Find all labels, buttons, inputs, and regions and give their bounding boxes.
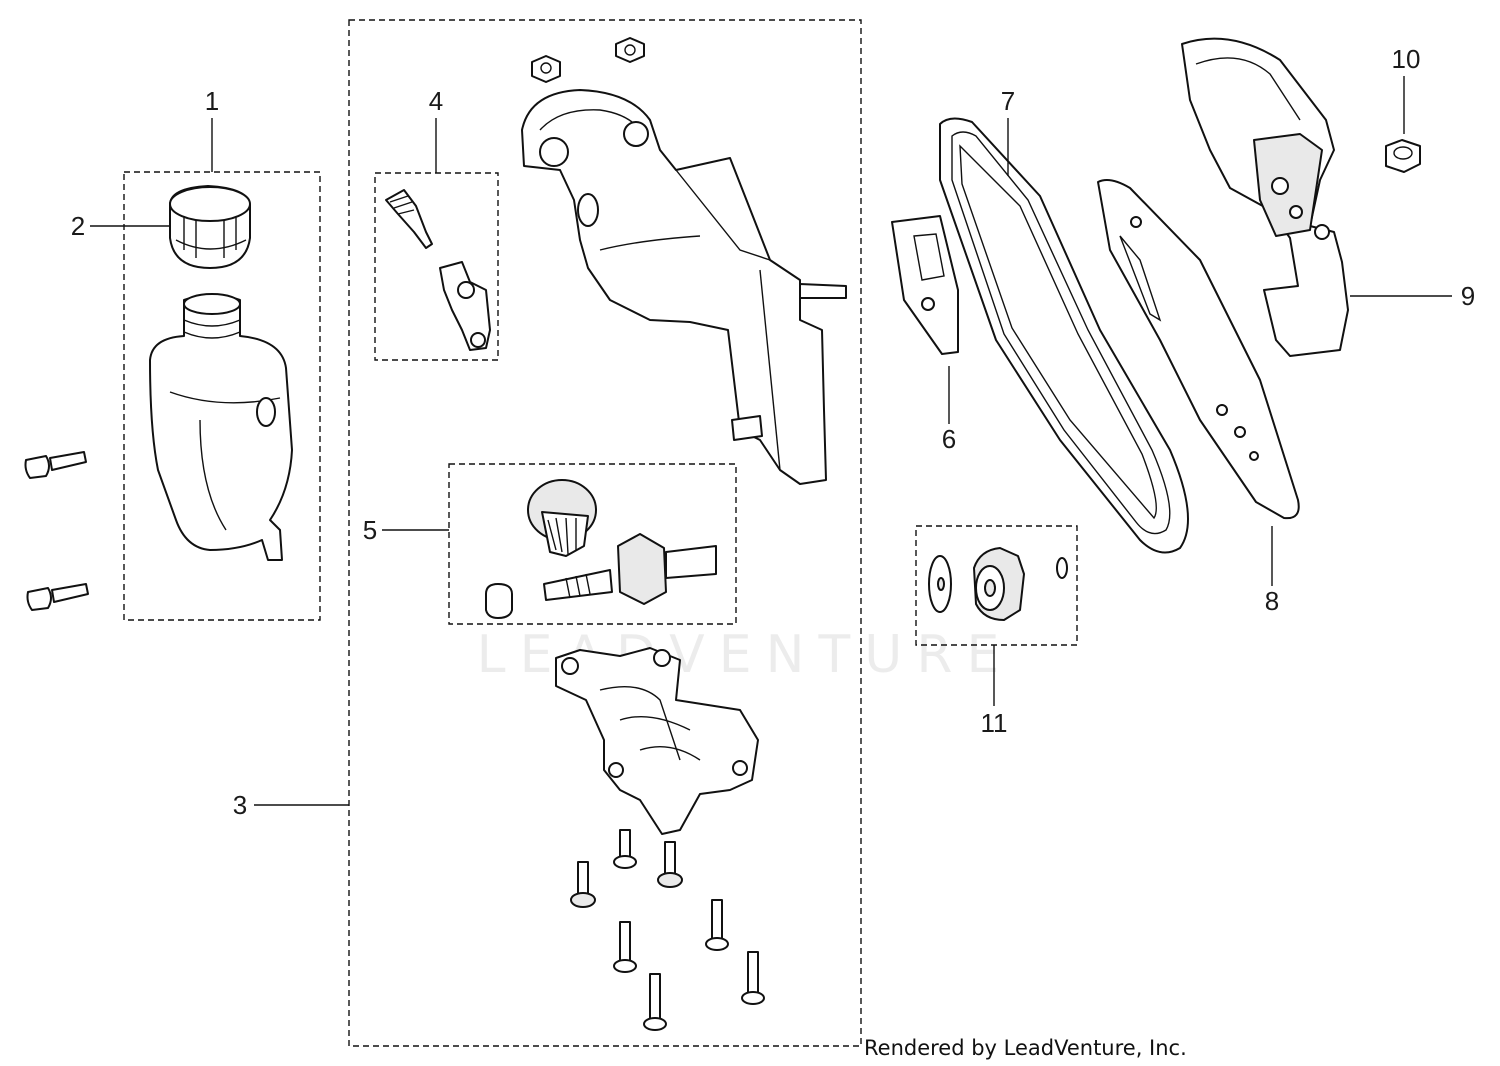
upper-gear-housing-part[interactable] bbox=[521, 89, 847, 485]
clutch-washer-part[interactable] bbox=[928, 555, 952, 613]
callout-1: 1 bbox=[205, 86, 219, 116]
bushing-part[interactable] bbox=[485, 583, 513, 619]
group-box-gears bbox=[448, 463, 737, 625]
callout-5: 5 bbox=[363, 515, 377, 545]
gear-shaft-part[interactable] bbox=[543, 533, 717, 605]
drive-gear-part[interactable] bbox=[527, 479, 597, 557]
guide-bar-part[interactable] bbox=[1097, 179, 1300, 520]
oil-pump-worm-part[interactable] bbox=[385, 189, 433, 249]
clutch-drum-part[interactable] bbox=[973, 547, 1025, 621]
housing-screw-3[interactable] bbox=[570, 861, 596, 908]
group-box-clutch bbox=[915, 525, 1078, 646]
housing-screw-1[interactable] bbox=[613, 829, 637, 869]
callout-3: 3 bbox=[233, 790, 247, 820]
nut-part-right[interactable] bbox=[615, 37, 645, 63]
callout-4: 4 bbox=[429, 86, 443, 116]
bar-plate-part[interactable] bbox=[891, 215, 959, 355]
saw-chain-part[interactable] bbox=[939, 117, 1189, 554]
callout-8: 8 bbox=[1265, 586, 1279, 616]
group-box-oil-tank bbox=[123, 171, 321, 621]
callout-7: 7 bbox=[1001, 86, 1015, 116]
clutch-clip-part[interactable] bbox=[1056, 557, 1068, 579]
callout-2: 2 bbox=[71, 211, 85, 241]
callout-9: 9 bbox=[1461, 281, 1475, 311]
housing-screw-5[interactable] bbox=[613, 921, 637, 973]
oil-tank-body-part[interactable] bbox=[149, 293, 293, 561]
mounting-screw-upper[interactable] bbox=[24, 451, 87, 479]
nut-part-left[interactable] bbox=[531, 55, 561, 83]
sprocket-cover-part[interactable] bbox=[1181, 37, 1349, 357]
oil-cap-part[interactable] bbox=[169, 185, 251, 269]
housing-screw-7[interactable] bbox=[643, 973, 667, 1031]
render-credit: Rendered by LeadVenture, Inc. bbox=[864, 1036, 1187, 1060]
callout-6: 6 bbox=[942, 424, 956, 454]
housing-screw-2[interactable] bbox=[657, 841, 683, 888]
flange-nut-part[interactable] bbox=[1385, 139, 1421, 173]
callout-10: 10 bbox=[1392, 44, 1421, 74]
housing-screw-4[interactable] bbox=[705, 899, 729, 951]
callout-11: 11 bbox=[981, 708, 1008, 738]
lower-gear-housing-part[interactable] bbox=[555, 647, 759, 835]
housing-screw-6[interactable] bbox=[741, 951, 765, 1005]
group-box-gear-housing bbox=[348, 19, 862, 1047]
mounting-screw-lower[interactable] bbox=[26, 583, 89, 611]
oil-pump-body-part[interactable] bbox=[439, 261, 491, 351]
